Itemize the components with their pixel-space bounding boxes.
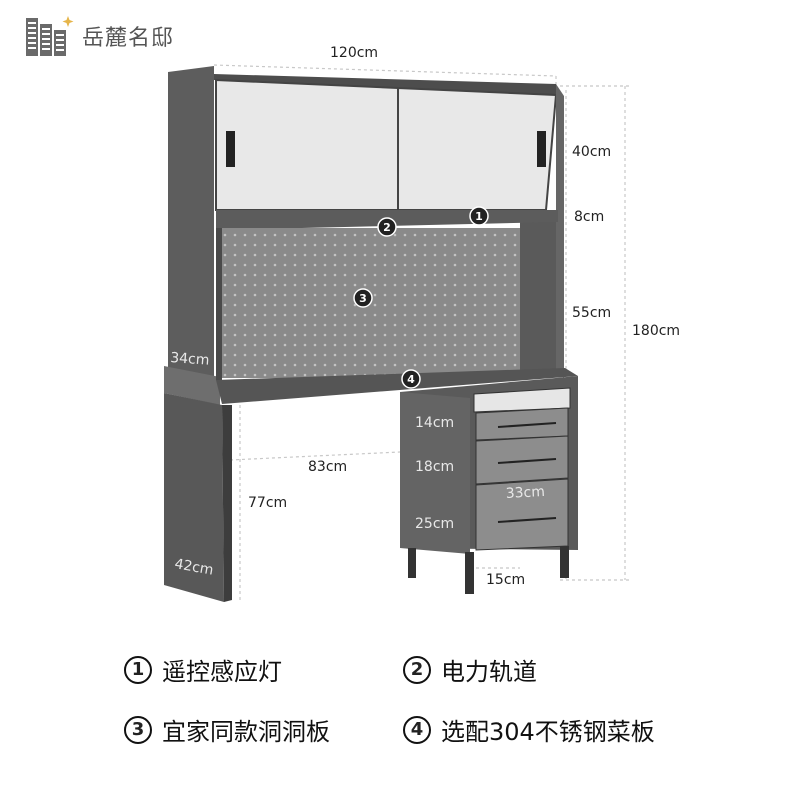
pedestal-leg: [465, 552, 474, 594]
dim-cabinet-height: 40cm: [572, 144, 611, 160]
legend-label: 宜家同款洞洞板: [162, 718, 330, 746]
svg-text:3: 3: [359, 292, 367, 305]
legend-label: 选配304不锈钢菜板: [441, 718, 655, 746]
door-handle-right: [537, 131, 546, 167]
dim-rail-height: 8cm: [574, 209, 604, 225]
dim-drawer2: 18cm: [415, 459, 454, 475]
pedestal-leg: [560, 546, 569, 578]
legend-number: 4: [403, 715, 431, 744]
door-handle-left: [226, 131, 235, 167]
svg-text:1: 1: [475, 210, 483, 223]
building-logo-icon: [26, 16, 74, 56]
top-drawer: [473, 387, 571, 413]
brand-logo: 岳麓名邸: [24, 14, 174, 58]
dim-desk-height: 77cm: [248, 495, 287, 511]
desk-left-leg: [164, 393, 224, 602]
cabinet-door-right: [397, 86, 558, 211]
hutch-right-side: [520, 210, 556, 372]
drawer-3: [475, 435, 569, 485]
legend-label: 遥控感应灯: [162, 658, 282, 686]
legend-number: 3: [124, 715, 152, 744]
furniture-diagram: 120cm 40cm 8cm 55cm 180cm 34cm 83cm 77cm…: [164, 45, 680, 602]
legend-item-1: 1 遥控感应灯: [124, 652, 282, 687]
dim-leg-depth: 42cm: [173, 556, 214, 579]
dim-pegboard-height: 55cm: [572, 305, 611, 321]
dim-total-height: 180cm: [632, 323, 680, 339]
dim-drawer-width: 33cm: [505, 484, 545, 502]
legend-item-2: 2 电力轨道: [403, 652, 537, 687]
brand-name: 岳麓名邸: [82, 26, 175, 51]
pedestal-leg: [408, 548, 416, 578]
svg-text:2: 2: [383, 221, 391, 234]
legend-item-3: 3 宜家同款洞洞板: [124, 712, 330, 747]
dim-desk-span: 83cm: [308, 459, 347, 475]
legend-number: 2: [403, 655, 431, 684]
legend-item-4: 4 选配304不锈钢菜板: [403, 712, 655, 747]
sparkle-icon: [62, 16, 74, 27]
marker-1: [469, 206, 489, 226]
dim-leg-clearance: 15cm: [486, 572, 525, 588]
svg-text:4: 4: [407, 373, 415, 386]
desk-top: [216, 368, 578, 404]
marker-2: [377, 217, 397, 237]
legend-label: 电力轨道: [441, 658, 537, 686]
legend-number: 1: [124, 655, 152, 684]
dim-width-top: 120cm: [330, 45, 378, 61]
marker-4: [401, 369, 421, 389]
dim-drawer1: 14cm: [415, 415, 454, 431]
cabinet-door-left: [215, 78, 399, 211]
hutch-side-panel: [168, 66, 214, 395]
marker-3: [353, 288, 373, 308]
dim-drawer3: 25cm: [415, 516, 454, 532]
dim-hutch-depth: 34cm: [170, 350, 210, 369]
hutch-base-side: [164, 366, 220, 405]
